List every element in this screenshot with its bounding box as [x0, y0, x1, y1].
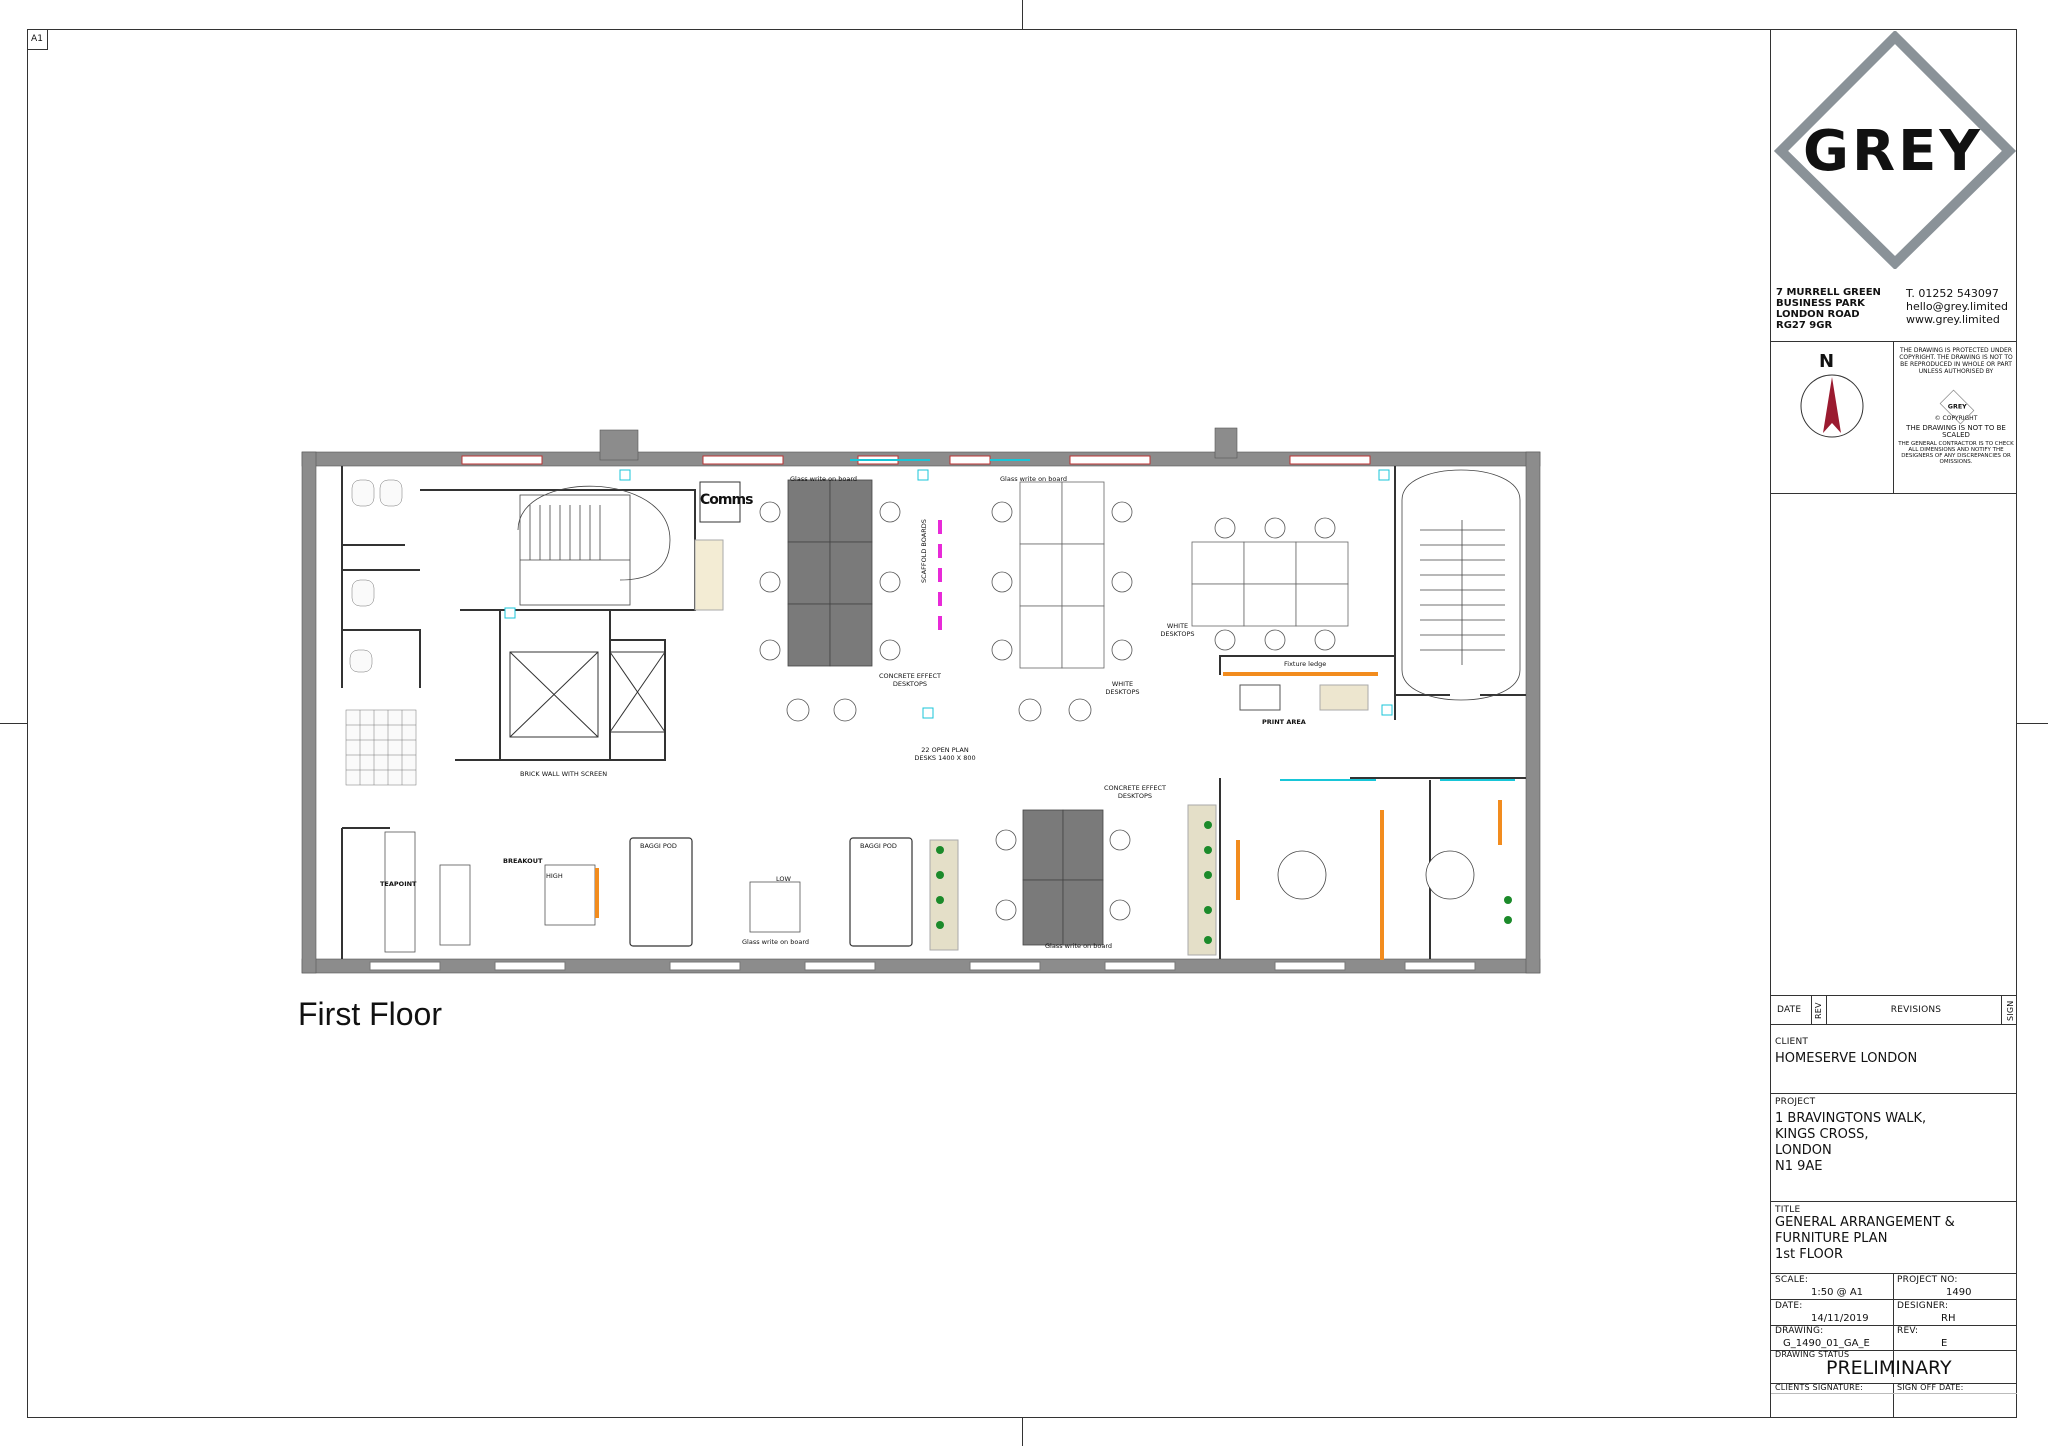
- fixture-ledge-label: Fixture ledge: [1284, 660, 1327, 668]
- scale-label: SCALE:: [1775, 1275, 1809, 1285]
- print-area: [1223, 672, 1378, 711]
- toilet-area: [345, 479, 417, 786]
- glazing: [850, 459, 1515, 781]
- stair-right: [1401, 469, 1521, 701]
- teapoint-label: TEAPOINT: [380, 880, 417, 888]
- glass-board-label-2: Glass write on board: [1000, 475, 1068, 483]
- comms-room: [699, 481, 741, 523]
- sign-header: SIGN: [2006, 1000, 2015, 1021]
- revisions-header: REVISIONS: [1890, 1005, 1942, 1015]
- north-label: N: [1819, 351, 1835, 372]
- signoff-date-label: SIGN OFF DATE:: [1897, 1383, 1964, 1392]
- title-label: TITLE: [1775, 1205, 1801, 1215]
- designer-value: RH: [1941, 1313, 1956, 1324]
- breakout-label: BREAKOUT: [503, 857, 543, 865]
- open-plan-label: 22 OPEN PLAN DESKS 1400 X 800: [914, 746, 976, 762]
- drawing-label: DRAWING:: [1775, 1326, 1824, 1336]
- contractor-note: THE GENERAL CONTRACTOR IS TO CHECK ALL D…: [1898, 441, 2014, 465]
- floor-plan: [301, 427, 1541, 974]
- date-value: 14/11/2019: [1811, 1313, 1869, 1324]
- brick-wall-label: BRICK WALL WITH SCREEN: [520, 770, 608, 778]
- high-table-label: HIGH: [546, 872, 563, 880]
- copyright-mark: © COPYRIGHT: [1934, 415, 1978, 422]
- sheet-size-code: A1: [27, 29, 48, 50]
- scaffold-label: SCAFFOLD BOARDS: [920, 519, 928, 583]
- cupboard: [694, 539, 724, 611]
- breakout-furniture: [384, 831, 801, 953]
- concrete-desks-bottom: [1022, 809, 1104, 946]
- project-no-value: 1490: [1946, 1287, 1972, 1298]
- rev-label: REV:: [1897, 1326, 1919, 1336]
- baggi-pod-label-1: BAGGI POD: [640, 842, 677, 850]
- glass-board-label-3: Glass write on board: [742, 938, 810, 946]
- print-area-label: PRINT AREA: [1262, 718, 1306, 726]
- grey-logo: [1773, 31, 2017, 269]
- planters: [936, 821, 1512, 944]
- baggi-pod-label-2: BAGGI POD: [860, 842, 897, 850]
- client-signature-label: CLIENTS SIGNATURE:: [1775, 1383, 1864, 1392]
- center-tick-right: [2017, 723, 2048, 724]
- glass-board-label-1: Glass write on board: [790, 475, 858, 483]
- sheet-border: [27, 29, 2017, 1418]
- designer-label: DESIGNER:: [1897, 1301, 1949, 1311]
- scale-value: 1:50 @ A1: [1811, 1287, 1864, 1298]
- lifts: [509, 651, 666, 738]
- planters-bg: [929, 804, 1217, 956]
- center-tick-bottom: [1022, 1418, 1023, 1446]
- orange-ledges: [595, 800, 1502, 960]
- columns: [504, 469, 1393, 719]
- windows-bottom: [369, 961, 1476, 971]
- client-value: HOMESERVE LONDON: [1775, 1051, 1918, 1066]
- floor-title: First Floor: [298, 996, 442, 1032]
- white-desks-label-2: WHITE DESKTOPS: [1160, 622, 1195, 638]
- rev-date-header: DATE: [1777, 1005, 1802, 1015]
- scale-note: THE DRAWING IS NOT TO BE SCALED: [1906, 424, 2006, 439]
- stair-left: [517, 485, 671, 606]
- drawing-value: G_1490_01_GA_E: [1783, 1338, 1870, 1349]
- low-table-label: LOW: [776, 875, 791, 883]
- chairs-bottom: [995, 829, 1131, 921]
- concrete-desks-label-bottom: CONCRETE EFFECT DESKTOPS: [1103, 784, 1167, 800]
- white-desks-top: [1019, 481, 1349, 669]
- status-label: DRAWING STATUS: [1775, 1350, 1850, 1359]
- project-no-label: PROJECT NO:: [1897, 1275, 1958, 1285]
- comms-label: Comms: [700, 492, 753, 508]
- center-tick-top: [1022, 0, 1023, 29]
- chairs: [759, 501, 1336, 722]
- glass-board-label-4: Glass write on board: [1045, 942, 1113, 950]
- concrete-desks-label-top: CONCRETE EFFECT DESKTOPS: [878, 672, 942, 688]
- north-arrow-icon: [1800, 374, 1864, 438]
- white-desks-label-1: WHITE DESKTOPS: [1105, 680, 1140, 696]
- rev-value: E: [1941, 1338, 1948, 1349]
- date-label: DATE:: [1775, 1301, 1803, 1311]
- concrete-desks-top: [787, 479, 873, 667]
- project-label: PROJECT: [1775, 1097, 1816, 1107]
- center-tick-left: [0, 723, 27, 724]
- logo-text: GREY: [1803, 119, 1983, 184]
- outer-walls: [301, 427, 1541, 974]
- copyright-note: THE DRAWING IS PROTECTED UNDER COPYRIGHT…: [1899, 347, 2013, 375]
- status-value: PRELIMINARY: [1826, 1357, 1952, 1379]
- client-label: CLIENT: [1775, 1037, 1809, 1047]
- meeting-tables: [1277, 850, 1475, 900]
- scaffold-boards: [938, 520, 942, 630]
- rev-header: REV: [1814, 1002, 1823, 1019]
- baggi-pods: [629, 837, 913, 947]
